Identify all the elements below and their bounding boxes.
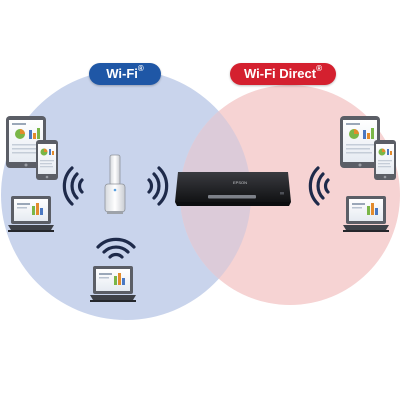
laptop-icon — [90, 266, 136, 302]
wifi-label-text: Wi-Fi — [106, 66, 138, 81]
printer-icon: EPSON — [175, 172, 291, 206]
wifi-direct-label-text: Wi-Fi Direct — [243, 66, 317, 81]
laptop-icon — [343, 196, 389, 232]
smartphone-icon — [36, 140, 58, 180]
wifi-registered-mark: ® — [137, 64, 144, 73]
access-point-icon — [104, 154, 126, 214]
wifi-direct-label: Wi-Fi Direct® — [230, 63, 336, 85]
laptop-icon — [8, 196, 54, 232]
wifi-direct-registered-mark: ® — [316, 64, 322, 73]
smartphone-icon — [374, 140, 396, 180]
wifi-zone — [1, 70, 251, 320]
wifi-label: Wi-Fi® — [89, 63, 161, 85]
printer-brand: EPSON — [233, 180, 247, 185]
overlap-zone — [180, 85, 251, 305]
